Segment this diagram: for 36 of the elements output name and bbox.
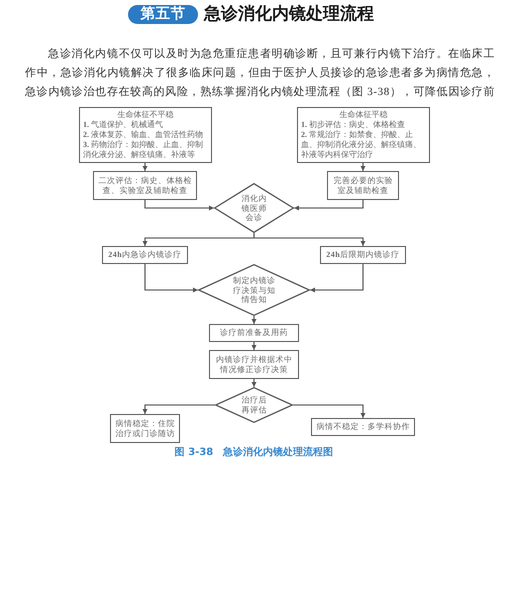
process-box xyxy=(79,107,212,163)
decision-diamond: 消化内镜医师会诊 xyxy=(214,183,294,233)
list-item: 1. 初步评估：病史、体格检查 xyxy=(301,120,405,130)
process-box: 诊疗前准备及用药 xyxy=(209,324,299,342)
arrow xyxy=(142,404,215,414)
arrow xyxy=(252,379,256,387)
decision-diamond: 制定内镜诊疗决策与知情告知 xyxy=(198,264,310,316)
process-box xyxy=(297,107,430,163)
arrow xyxy=(142,163,148,171)
arrow xyxy=(252,316,256,324)
process-box: 内镜诊疗并根据术中情况修正诊疗决策 xyxy=(209,350,299,379)
arrow xyxy=(294,200,364,210)
list-item: 3. 药物治疗：如抑酸、止血、抑制消化液分泌、解痉镇痛、补液等 xyxy=(83,140,204,160)
arrow xyxy=(310,264,364,292)
section-title: 急诊消化内镜处理流程 xyxy=(204,4,374,25)
arrow xyxy=(144,200,214,210)
process-box: 病情不稳定：多学科协作 xyxy=(311,418,415,436)
process-box: 24h内急诊内镜诊疗 xyxy=(102,246,188,264)
arrow xyxy=(252,342,256,350)
box-heading: 生命体征不平稳 xyxy=(116,110,174,120)
process-box: 二次评估：病史、体格检查、实验室及辅助检查 xyxy=(93,171,197,200)
decision-diamond: 治疗后再评估 xyxy=(215,387,293,423)
list-item: 1. 气道保护、机械通气 xyxy=(83,120,164,130)
body-paragraph: 急诊消化内镜不仅可以及时为急危重症患者明确诊断，且可兼行内镜下治疗。在临床工作中，急诊消化内镜解决了很多临床问题，但由于医护人员接诊的急诊患者多为病情危急，急诊内镜诊治也存在较高的风险，熟练掌握消化内镜处理流程（图 3-38），可降低因诊疗前 xyxy=(25,46,495,100)
list-item: 2. 常规治疗：如禁食、抑酸、止血、抑制消化液分泌、解痉镇痛、补液等内科保守治疗 xyxy=(301,130,422,160)
process-box: 完善必要的实验室及辅助检查 xyxy=(327,171,399,200)
process-box: 24h后限期内镜诊疗 xyxy=(320,246,406,264)
arrow xyxy=(360,163,366,171)
list-item: 2. 液体复苏、输血、血管活性药物 xyxy=(83,130,204,140)
process-box: 病情稳定：住院治疗或门诊随访 xyxy=(110,414,180,443)
section-badge: 第五节 xyxy=(128,5,198,24)
figure-caption: 图 3-38 急诊消化内镜处理流程图 xyxy=(174,446,334,459)
arrow xyxy=(293,404,366,418)
box-heading: 生命体征平稳 xyxy=(338,110,388,120)
arrow xyxy=(253,233,366,246)
arrow xyxy=(144,264,198,292)
